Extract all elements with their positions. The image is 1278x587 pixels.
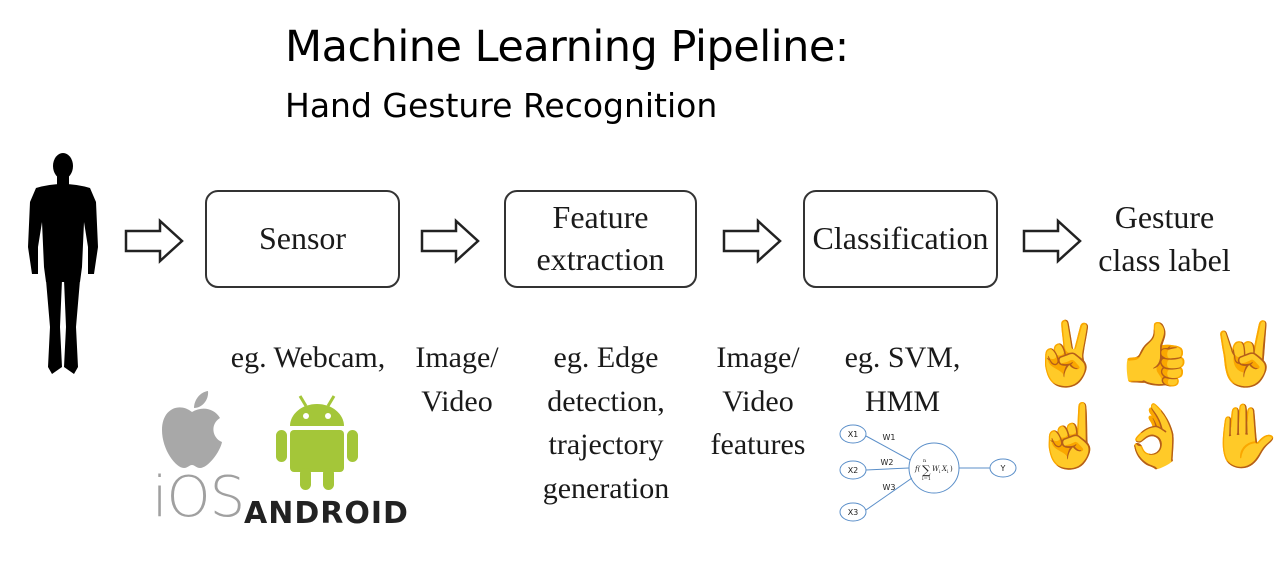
stage-label: Sensor [258, 220, 347, 257]
arrow-icon [420, 218, 480, 264]
svg-text:f(: f( [914, 465, 921, 473]
apple-logo-icon [162, 391, 222, 468]
hand-ok-icon: 👌 [1116, 403, 1194, 471]
stage-label: Feature extraction [536, 199, 665, 277]
svg-text:∑: ∑ [922, 463, 931, 477]
neuron-weight-label: W2 [881, 458, 894, 467]
neuron-input-label: X1 [848, 430, 859, 439]
neuron-input-label: X2 [848, 466, 859, 475]
svg-text:i=1: i=1 [922, 476, 931, 482]
arrow-icon [124, 218, 184, 264]
ios-logo-text: iOS [152, 465, 245, 530]
neuron-input-label: X3 [848, 508, 859, 517]
svg-text:i: i [947, 469, 949, 475]
svg-text:): ) [950, 465, 953, 473]
classifier-annotation: eg. SVM, HMM [844, 341, 961, 418]
human-silhouette-icon [28, 153, 98, 374]
hand-thumbs-up-icon: 👍 [1116, 321, 1194, 389]
stage-box-sensor: Sensor [205, 190, 400, 288]
android-robot-icon [276, 395, 358, 490]
svg-text:W: W [932, 465, 940, 473]
svg-text:X: X [941, 465, 948, 473]
hand-gesture-icon: ✋ [1206, 403, 1278, 471]
svg-text:i: i [939, 469, 941, 475]
page-title: Machine Learning Pipeline: [285, 22, 849, 72]
stage-label: Classification [812, 220, 989, 257]
svg-text:n: n [923, 458, 927, 464]
stage-box-feature-extraction: Feature extraction [504, 190, 697, 288]
neuron-weight-label: W1 [883, 433, 896, 442]
neuron-function-formula: f( ∑ n i=1 W i X i ) [914, 458, 953, 482]
hand-victory-icon: ✌ [1028, 321, 1106, 389]
page-subtitle: Hand Gesture Recognition [285, 86, 718, 125]
hand-rock-icon: 🤘 [1206, 321, 1278, 389]
feature-annotation: eg. Edge detection, trajectory generatio… [542, 341, 670, 505]
output-label: Gesture class label [1098, 199, 1231, 279]
feature-output-annotation: Image/ Video features [710, 341, 806, 461]
arrow-icon [722, 218, 782, 264]
arrow-icon [1022, 218, 1082, 264]
neuron-weight-label: W3 [883, 483, 896, 492]
android-logo-text: ANDROID [244, 496, 409, 531]
sensor-output-annotation: Image/ Video [415, 341, 499, 418]
neuron-diagram: X1 X2 X3 W1 W2 W3 Y f( ∑ n i=1 W i X i ) [839, 424, 1017, 522]
neuron-output-label: Y [1000, 464, 1006, 473]
sensor-annotation: eg. Webcam, [230, 341, 386, 374]
hand-pointing-icon: ☝ [1032, 403, 1110, 471]
stage-box-classification: Classification [803, 190, 998, 288]
